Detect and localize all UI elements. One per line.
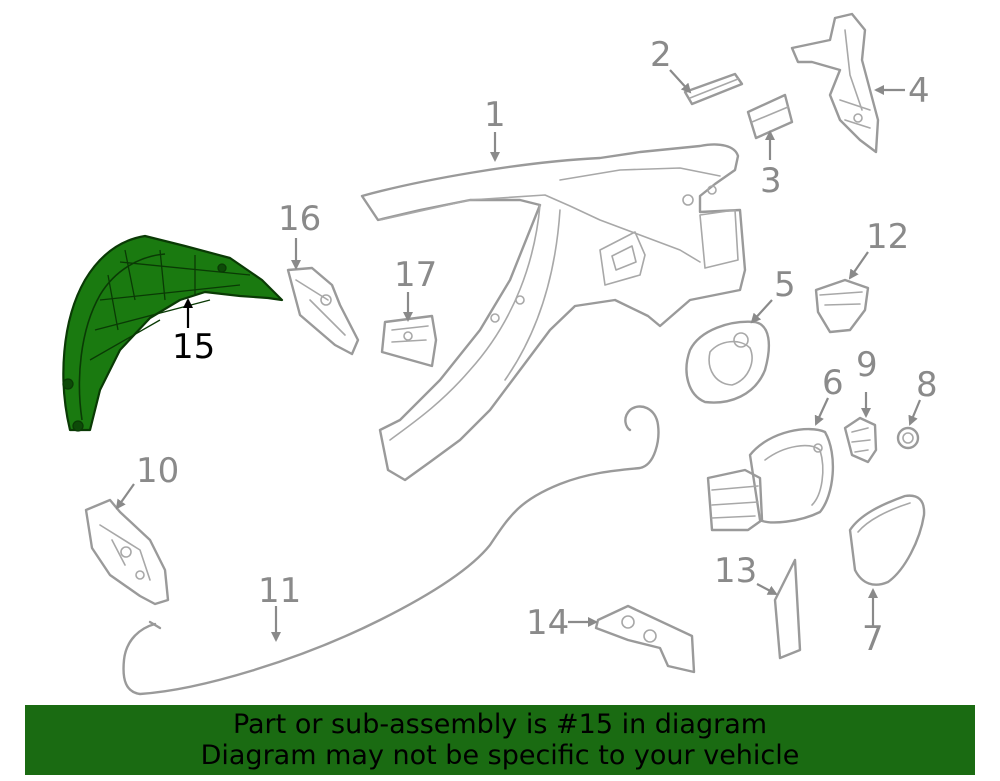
callout-15: 15 [172, 327, 215, 367]
part-13-trim-strip[interactable] [773, 558, 802, 660]
part-2-strip[interactable] [683, 72, 744, 106]
part-5-filler-housing[interactable] [685, 320, 771, 404]
part-12-lock-actuator[interactable] [814, 278, 870, 334]
part-7-fuel-door[interactable] [848, 494, 926, 586]
banner-line-2: Diagram may not be specific to your vehi… [200, 740, 800, 771]
part-9-clip[interactable] [843, 416, 878, 464]
callout-5: 5 [774, 265, 796, 305]
part-8-grommet[interactable] [896, 426, 920, 450]
callout-17: 17 [394, 255, 437, 295]
leader-lines [115, 69, 922, 642]
callout-12: 12 [866, 217, 909, 257]
callout-11: 11 [258, 571, 301, 611]
info-banner: Part or sub-assembly is #15 in diagram D… [25, 705, 975, 775]
part-3-pad[interactable] [746, 93, 794, 140]
banner-line-1: Part or sub-assembly is #15 in diagram [232, 709, 768, 740]
callout-3: 3 [760, 161, 782, 201]
part-17-bracket-plate[interactable] [380, 314, 438, 368]
part-1-quarter-panel[interactable] [360, 143, 747, 482]
callout-labels: 1 2 3 4 5 6 7 8 9 10 11 12 13 14 15 16 1… [136, 35, 938, 659]
callout-8: 8 [916, 365, 938, 405]
callout-6: 6 [822, 363, 844, 403]
part-15-wheelhouse-liner[interactable] [62, 234, 284, 432]
callout-16: 16 [278, 199, 321, 239]
part-11-release-cable[interactable] [122, 405, 660, 696]
part-6-fuel-door-assembly[interactable] [706, 427, 835, 532]
callout-2: 2 [650, 35, 672, 75]
part-4-bracket[interactable] [790, 12, 880, 154]
callout-4: 4 [908, 71, 930, 111]
part-10-actuator-bracket[interactable] [84, 498, 170, 606]
callout-10: 10 [136, 451, 179, 491]
part-14-bracket-block[interactable] [594, 604, 696, 674]
callout-14: 14 [526, 603, 569, 643]
callout-9: 9 [856, 345, 878, 385]
callout-7: 7 [862, 619, 884, 659]
callout-1: 1 [484, 95, 506, 135]
part-16-reinforcement[interactable] [286, 266, 360, 356]
callout-13: 13 [714, 551, 757, 591]
